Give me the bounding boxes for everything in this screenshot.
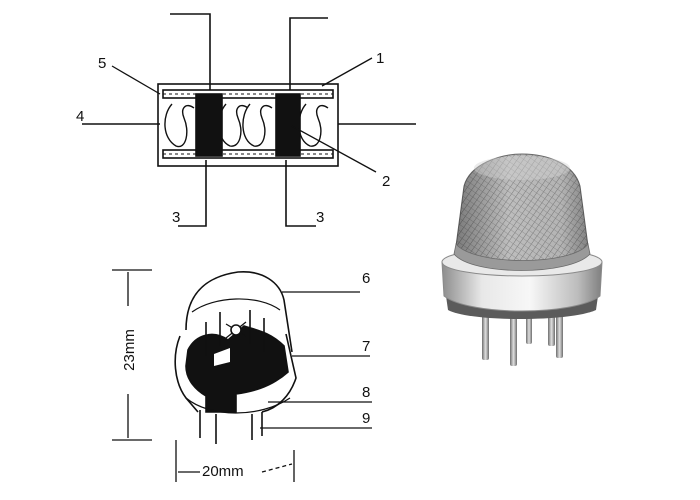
callout-4: 4	[76, 108, 84, 125]
sensor-cap-outline	[185, 271, 293, 353]
height-dimension-line	[112, 269, 152, 441]
lead-wire-bottom-right	[285, 160, 316, 227]
sensing-element-cross-section	[82, 13, 416, 227]
width-dimension-line	[175, 440, 295, 482]
callout-6: 6	[362, 270, 370, 287]
callout-9: 9	[362, 410, 370, 427]
photo-pin-3	[526, 314, 532, 344]
callout-7: 7	[362, 338, 370, 355]
photo-pin-1	[482, 312, 489, 360]
height-dimension-label: 23mm	[121, 329, 138, 371]
callout-3-right: 3	[316, 209, 324, 226]
photo-pin-4	[548, 312, 555, 346]
leader-line-1	[321, 57, 373, 87]
leader-line-2	[291, 125, 377, 173]
callout-5: 5	[98, 55, 106, 72]
callout-2: 2	[382, 173, 390, 190]
sensor-internal-body	[185, 325, 289, 413]
photo-pin-2	[510, 314, 517, 366]
lead-wire-left	[170, 13, 211, 90]
sensor-outline-drawing	[112, 269, 372, 482]
callout-1: 1	[376, 50, 384, 67]
callout-3-left: 3	[172, 209, 180, 226]
leader-line-5	[111, 65, 161, 95]
callout-8: 8	[362, 384, 370, 401]
sensor-photo	[441, 153, 603, 366]
lead-wire-right	[289, 17, 328, 90]
electrode-left	[195, 93, 223, 157]
photo-pin-5	[556, 312, 563, 358]
ceramic-tube-outer	[157, 83, 339, 167]
lead-wire-bottom-left	[178, 160, 207, 227]
electrode-right	[275, 93, 301, 157]
heater-coil	[164, 103, 329, 148]
width-dimension-label: 20mm	[202, 463, 244, 480]
